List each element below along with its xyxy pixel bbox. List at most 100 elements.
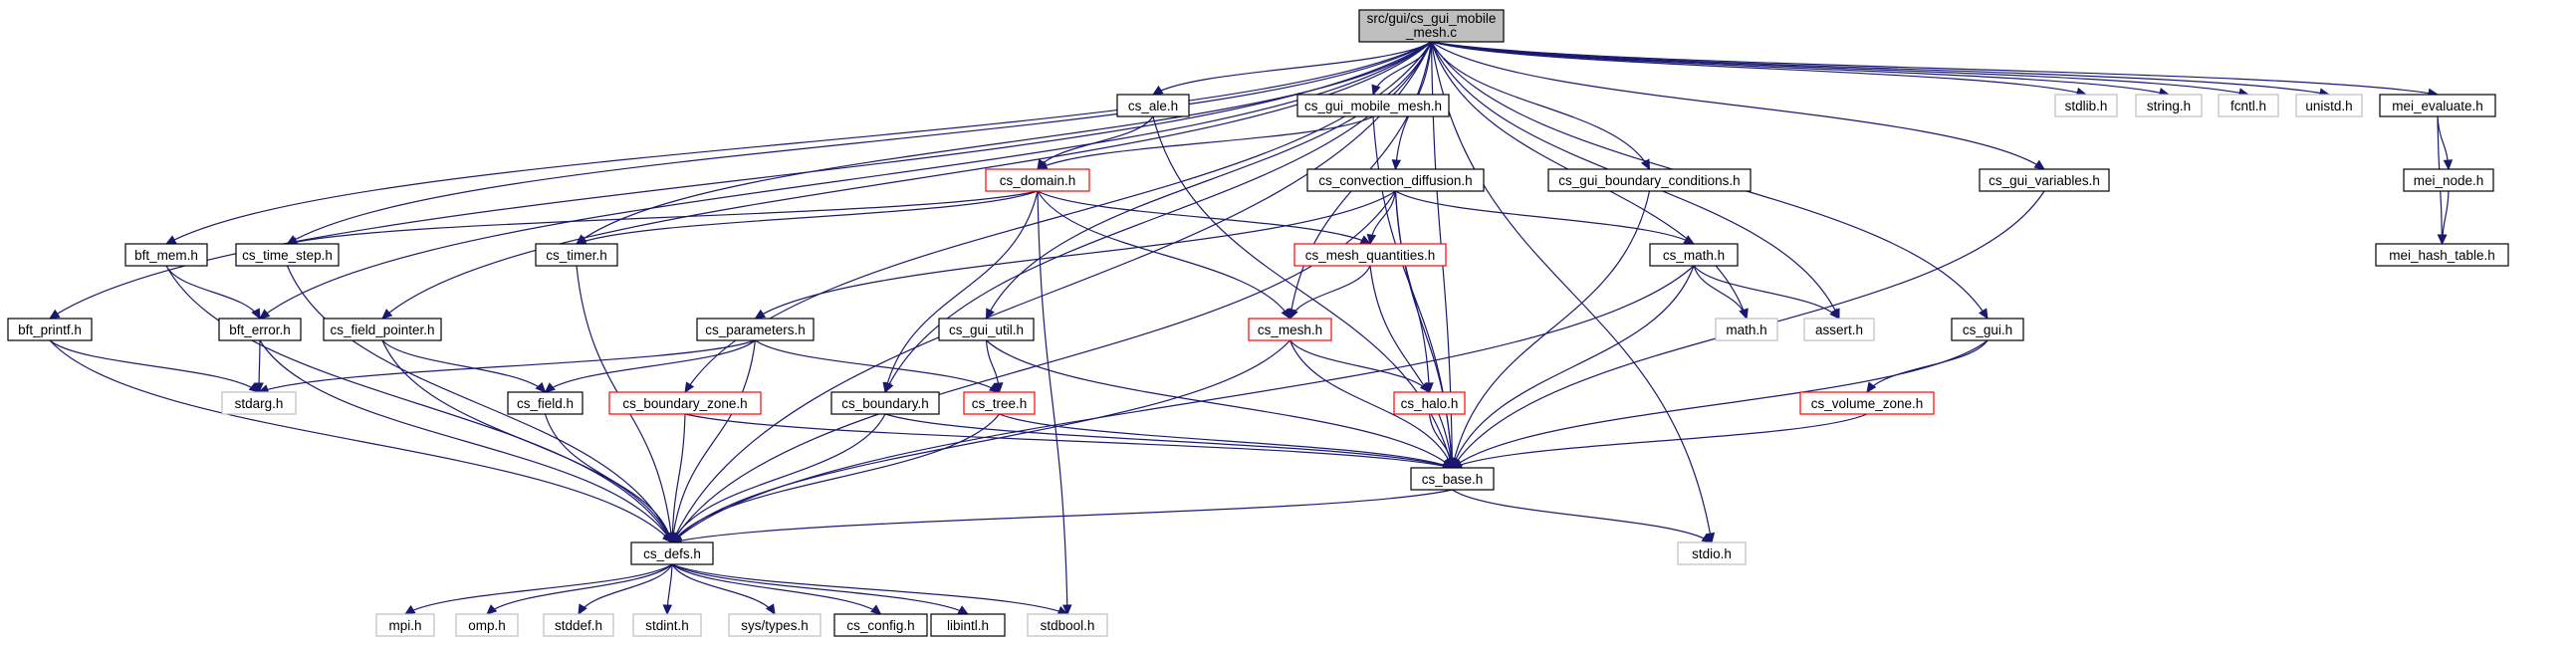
node-libintl[interactable]: libintl.h (930, 613, 1006, 637)
node-cs_volume_zone[interactable]: cs_volume_zone.h (1799, 391, 1935, 415)
edge-root-to-cs_timer (576, 41, 1432, 245)
node-cs_config[interactable]: cs_config.h (833, 613, 928, 637)
edge-cs_gui_boundary_conditions-to-cs_base (1451, 190, 1651, 469)
edge-cs_domain-to-cs_time_step (287, 190, 1039, 245)
arrowhead-cs_gui-to-cs_volume_zone (1866, 381, 1877, 394)
edge-root-to-cs_gui_variables (1431, 41, 2045, 170)
edge-cs_parameters-to-cs_tree (755, 339, 1000, 393)
node-cs_time_step[interactable]: cs_time_step.h (235, 243, 340, 267)
node-cs_defs[interactable]: cs_defs.h (630, 541, 714, 565)
node-bft_printf[interactable]: bft_printf.h (7, 318, 93, 341)
node-box-stddef (543, 613, 614, 637)
node-box-mpi (375, 613, 435, 637)
node-cs_boundary[interactable]: cs_boundary.h (830, 391, 940, 415)
node-cs_mesh_quantities[interactable]: cs_mesh_quantities.h (1293, 243, 1447, 267)
node-bft_error[interactable]: bft_error.h (218, 318, 302, 341)
node-label-cs_gui_boundary_conditions: cs_gui_boundary_conditions.h (1558, 173, 1740, 188)
node-box-cs_config (833, 613, 928, 637)
node-cs_gui_util[interactable]: cs_gui_util.h (938, 318, 1035, 341)
arrowhead-cs_convection_diffusion-to-cs_parameters (754, 309, 767, 320)
edge-root-to-cs_time_step (287, 41, 1432, 245)
node-label-bft_printf: bft_printf.h (18, 323, 82, 337)
edge-root-to-stdlib (1431, 41, 2087, 96)
node-cs_timer[interactable]: cs_timer.h (535, 243, 618, 267)
node-box-cs_timer (535, 243, 618, 267)
edge-cs_parameters-to-cs_field (545, 339, 756, 393)
node-box-cs_boundary_zone (608, 391, 762, 415)
node-box-mei_hash_table (2375, 243, 2509, 267)
node-label-fcntl: fcntl.h (2230, 99, 2266, 113)
node-box-sys_types (728, 613, 821, 637)
node-label-cs_halo: cs_halo.h (1401, 396, 1459, 411)
edge-cs_ale-to-cs_domain (1037, 115, 1154, 170)
node-mei_evaluate[interactable]: mei_evaluate.h (2379, 94, 2496, 117)
node-mei_hash_table[interactable]: mei_hash_table.h (2375, 243, 2509, 267)
node-box-cs_field_pointer (323, 318, 442, 341)
node-label-math: math.h (1726, 323, 1766, 337)
node-cs_parameters[interactable]: cs_parameters.h (696, 318, 815, 341)
node-bft_mem[interactable]: bft_mem.h (124, 243, 208, 267)
node-box-bft_error (218, 318, 302, 341)
node-label-cs_gui_variables: cs_gui_variables.h (1989, 173, 2100, 188)
node-cs_gui_boundary_conditions[interactable]: cs_gui_boundary_conditions.h (1547, 168, 1752, 192)
node-cs_convection_diffusion[interactable]: cs_convection_diffusion.h (1306, 168, 1485, 192)
node-label-cs_volume_zone: cs_volume_zone.h (1811, 396, 1924, 411)
node-stdbool: stdbool.h (1027, 613, 1108, 637)
edge-bft_mem-to-bft_error (165, 265, 261, 320)
node-label-mpi: mpi.h (388, 618, 421, 633)
arrowhead-cs_halo-to-cs_base (1446, 457, 1457, 470)
edge-cs_boundary_zone-to-cs_base (684, 413, 1453, 469)
node-mei_node[interactable]: mei_node.h (2403, 168, 2494, 192)
edge-cs_boundary-to-cs_base (884, 413, 1453, 469)
edge-root-to-cs_gui_boundary_conditions (1430, 41, 1651, 170)
node-label-sys_types: sys/types.h (741, 618, 809, 633)
edge-cs_domain-to-stdbool (1037, 190, 1068, 615)
arrowhead-cs_defs-to-omp (486, 604, 498, 615)
node-box-cs_time_step (235, 243, 340, 267)
node-cs_field[interactable]: cs_field.h (507, 391, 584, 415)
node-label-cs_boundary: cs_boundary.h (841, 396, 929, 411)
edge-cs_time_step-to-cs_defs (286, 265, 673, 543)
node-cs_gui_mobile_mesh[interactable]: cs_gui_mobile_mesh.h (1296, 94, 1450, 117)
arrowhead-root-to-bft_mem (164, 235, 177, 245)
edge-cs_field_pointer-to-cs_defs (381, 339, 673, 543)
edge-cs_volume_zone-to-cs_base (1452, 413, 1868, 469)
node-cs_domain[interactable]: cs_domain.h (985, 168, 1090, 192)
arrowhead-cs_mesh-to-cs_halo (1419, 381, 1431, 393)
node-cs_ale[interactable]: cs_ale.h (1116, 94, 1190, 117)
node-label-cs_field_pointer: cs_field_pointer.h (330, 323, 434, 337)
edge-cs_parameters-to-stdarg (258, 339, 756, 393)
node-cs_base[interactable]: cs_base.h (1410, 467, 1495, 491)
node-label-omp: omp.h (468, 618, 506, 633)
node-label-cs_convection_diffusion: cs_convection_diffusion.h (1318, 173, 1472, 188)
node-cs_tree[interactable]: cs_tree.h (963, 391, 1036, 415)
node-cs_halo[interactable]: cs_halo.h (1393, 391, 1466, 415)
node-box-cs_parameters (696, 318, 815, 341)
node-root[interactable]: src/gui/cs_gui_mobile_mesh.c (1358, 9, 1505, 43)
node-cs_math[interactable]: cs_math.h (1649, 243, 1739, 267)
arrowhead-root-to-cs_ale (1151, 85, 1164, 96)
node-stdarg: stdarg.h (221, 391, 297, 415)
node-label-cs_config: cs_config.h (846, 618, 914, 633)
node-cs_field_pointer[interactable]: cs_field_pointer.h (323, 318, 442, 341)
arrowhead-cs_domain-to-cs_boundary (882, 381, 892, 394)
node-cs_gui[interactable]: cs_gui.h (1951, 318, 2024, 341)
node-cs_gui_variables[interactable]: cs_gui_variables.h (1979, 168, 2110, 192)
node-box-cs_ale (1116, 94, 1190, 117)
edge-root-to-mei_evaluate (1431, 41, 2439, 96)
node-label-cs_mesh_quantities: cs_mesh_quantities.h (1305, 248, 1436, 263)
arrowhead-cs_defs-to-libintl (957, 605, 970, 615)
edge-cs_boundary_zone-to-cs_defs (671, 413, 686, 543)
graph-edges (48, 41, 2454, 616)
node-label-cs_gui_util: cs_gui_util.h (949, 323, 1024, 337)
edge-cs_gui-to-cs_volume_zone (1866, 339, 1989, 393)
node-cs_mesh[interactable]: cs_mesh.h (1248, 318, 1332, 341)
arrowhead-cs_mesh_quantities-to-cs_mesh (1288, 308, 1298, 321)
node-label-cs_math: cs_math.h (1663, 248, 1725, 263)
node-label-bft_mem: bft_mem.h (134, 248, 198, 263)
node-stdlib: stdlib.h (2054, 94, 2118, 117)
node-cs_boundary_zone[interactable]: cs_boundary_zone.h (608, 391, 762, 415)
node-label-stdarg: stdarg.h (235, 396, 284, 411)
node-box-bft_printf (7, 318, 93, 341)
node-box-cs_gui (1951, 318, 2024, 341)
